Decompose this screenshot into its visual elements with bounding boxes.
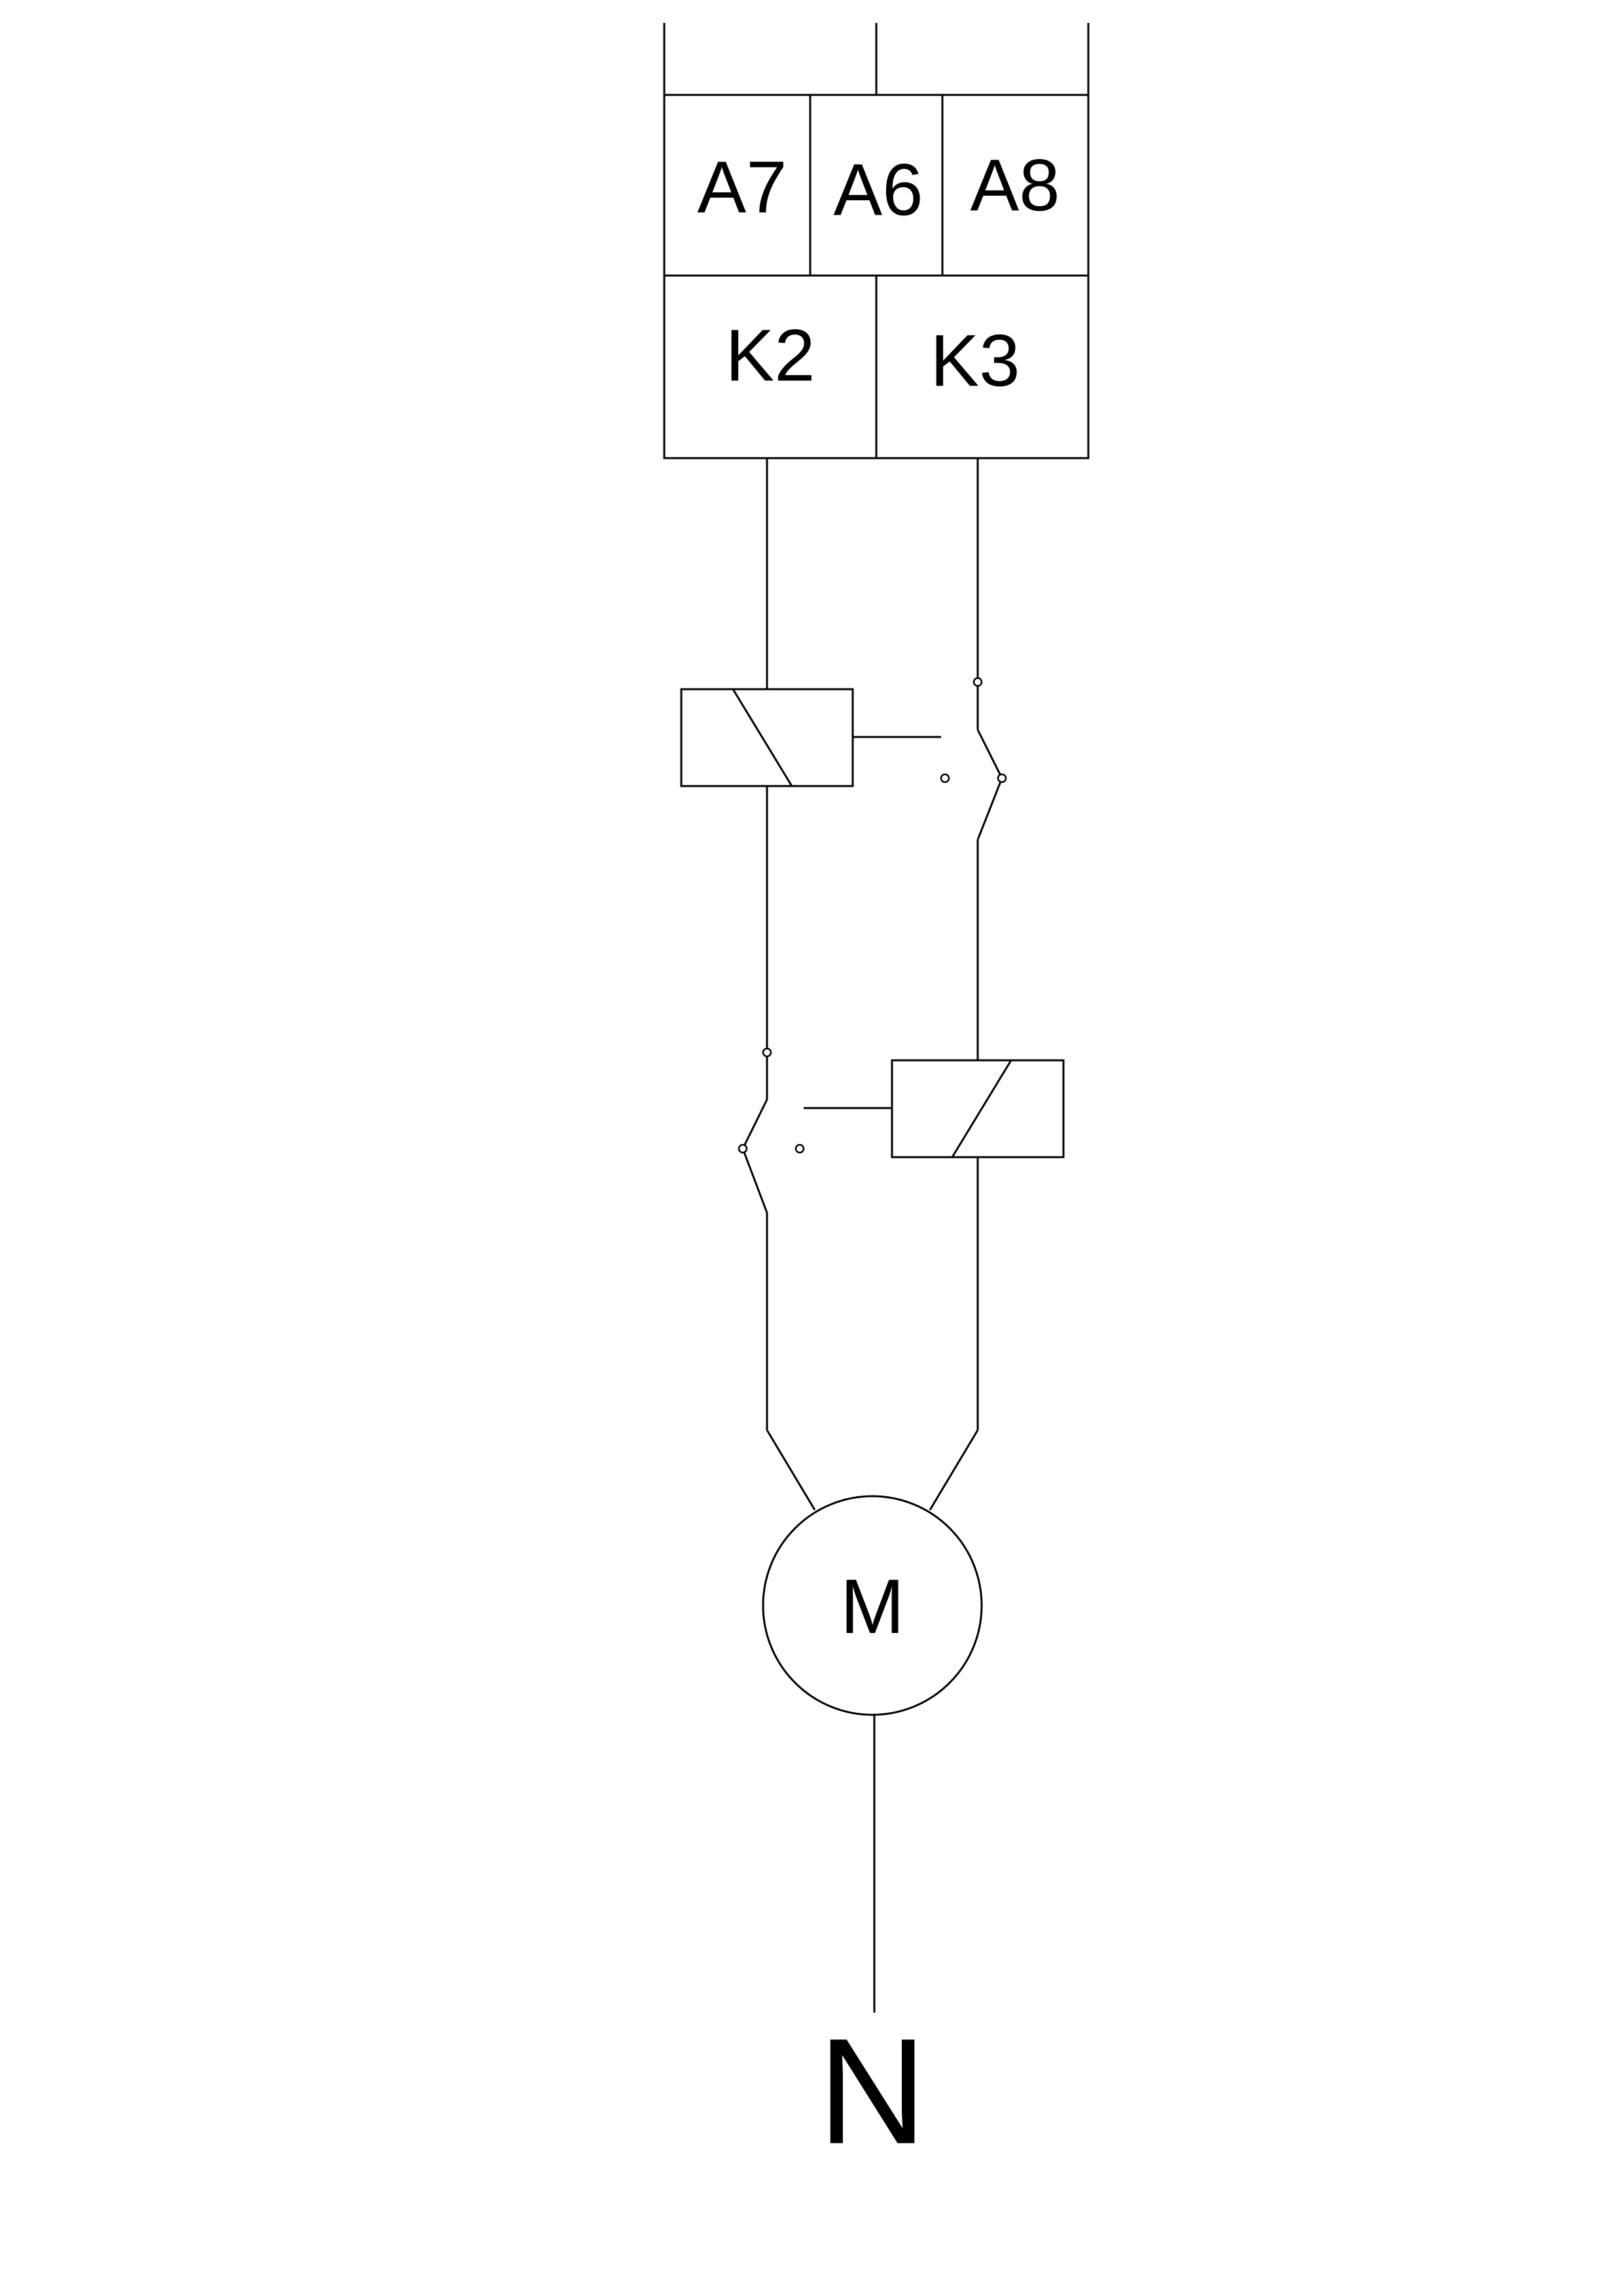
switch-right-lower-lead-slant: [976, 778, 1003, 840]
terminal-label-k2: K2: [726, 315, 815, 397]
incoming-wires: [663, 23, 1090, 95]
switch-left-pivot-terminal: [738, 1143, 748, 1154]
neutral-label: N: [818, 2007, 927, 2176]
terminal-block: A7 A6 A8 K2 K3: [663, 94, 1090, 459]
switch-right-pivot-terminal: [997, 773, 1007, 783]
motor-label: M: [840, 1564, 904, 1650]
switch-left-lower-lead-slant: [741, 1148, 768, 1213]
left-wire-motor-slant: [766, 1429, 816, 1511]
motor-circle: [762, 1495, 983, 1716]
terminal-label-a6: A6: [834, 149, 923, 231]
switch-right-open-terminal: [940, 773, 950, 783]
switch-contact-left: [738, 1047, 805, 1213]
left-circuit: [680, 458, 941, 1511]
terminal-label-a8: A8: [971, 145, 1060, 226]
switch-left-blade: [741, 1099, 768, 1149]
switch-right-blade: [976, 729, 1003, 779]
motor: M: [762, 1495, 983, 1716]
relay-coil-k2: [680, 688, 854, 787]
relay-coil-k3-diagonal: [951, 1060, 1012, 1158]
relay-coil-k2-diagonal: [732, 689, 793, 787]
switch-left-top-terminal: [762, 1047, 772, 1058]
neutral: N: [818, 1715, 927, 2176]
right-wire-motor-slant: [929, 1429, 979, 1511]
terminal-label-k3: K3: [931, 320, 1020, 402]
terminal-label-a7: A7: [698, 147, 787, 228]
switch-right-top-terminal: [972, 677, 983, 687]
relay-coil-k3-body: [891, 1059, 1065, 1158]
switch-left-open-terminal: [794, 1143, 805, 1154]
right-circuit: [804, 458, 1065, 1511]
relay-coil-k3: [891, 1059, 1065, 1158]
relay-coil-k2-body: [680, 688, 854, 787]
switch-contact-right: [940, 677, 1007, 840]
